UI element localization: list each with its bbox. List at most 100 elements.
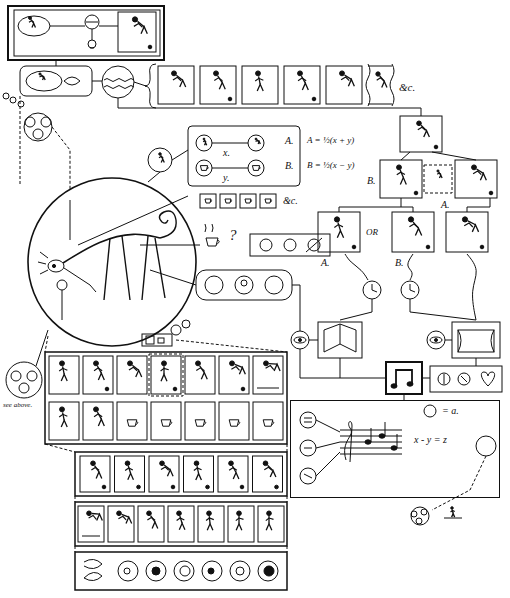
break-line (390, 64, 394, 106)
cup-symbol (161, 420, 171, 426)
picture-frame (253, 456, 283, 492)
figure-arms (266, 366, 274, 370)
figure-head (29, 17, 32, 20)
figure-head (87, 511, 92, 516)
circle-symbol (3, 93, 9, 99)
figure-legs (239, 367, 245, 374)
picture-frame (242, 66, 278, 104)
annotation-label: B = ½(x − y) (306, 160, 355, 170)
picture-frame (198, 506, 224, 542)
figure-arms (214, 78, 222, 81)
ball-dot (171, 485, 175, 489)
figure-arms (59, 368, 67, 371)
picture-frame (168, 506, 194, 542)
cup-handle (136, 421, 138, 424)
circle-symbol (208, 568, 214, 574)
figure-head (39, 73, 41, 75)
clock-face (363, 281, 381, 299)
figure-head (376, 72, 380, 76)
wire-line (461, 376, 467, 382)
figure-head (125, 461, 130, 466)
figure-legs (161, 374, 167, 381)
figure-legs (136, 370, 142, 377)
curtain-symbol (458, 330, 494, 352)
circle-symbol (416, 518, 422, 524)
figure-legs (97, 514, 103, 520)
circle-symbol (180, 566, 190, 576)
wire-line (134, 82, 146, 86)
figure-arms (409, 224, 418, 227)
figure-legs (472, 225, 478, 232)
ground-line (82, 536, 100, 537)
picture-frame (200, 66, 236, 104)
circle-symbol (235, 276, 253, 294)
circle-symbol (124, 568, 130, 574)
figure-legs (152, 522, 158, 528)
figure-head (255, 138, 257, 140)
figure-legs (452, 514, 455, 518)
figure-head (437, 170, 439, 172)
wire-line (385, 422, 386, 436)
annotation-label: &c. (398, 81, 416, 93)
outer-box (8, 6, 164, 60)
circle-symbol (41, 117, 51, 127)
figure-arms (451, 511, 455, 512)
cup-symbol (265, 199, 271, 203)
picture-frame (253, 402, 283, 440)
figure-arms (29, 21, 34, 23)
figure-body (63, 366, 65, 374)
circle-symbol (148, 148, 172, 172)
figure-arms (177, 518, 185, 521)
annotation-label: B. (366, 175, 377, 186)
wire-line (401, 207, 413, 212)
eye-circle (291, 331, 309, 349)
staff-line (340, 454, 402, 455)
dashed-box (424, 165, 452, 193)
picture-frame (184, 456, 214, 492)
cup-symbol (245, 199, 251, 203)
figure-legs (302, 83, 308, 90)
figure-legs (126, 517, 132, 523)
figure-legs (167, 470, 173, 476)
label-holder: B. (394, 258, 405, 268)
circle-symbol (265, 276, 283, 294)
figure-head (334, 217, 339, 222)
ball-dot (434, 145, 438, 149)
ball-dot (173, 387, 177, 391)
picture-frame (115, 456, 145, 492)
note-head (407, 382, 413, 386)
wavy-line (467, 254, 476, 320)
figure-legs (337, 231, 343, 238)
figure-head (462, 217, 467, 222)
wire-line (397, 434, 398, 448)
figure-head (117, 511, 122, 516)
figure-body (209, 516, 211, 524)
cup-symbol (127, 420, 137, 426)
figure-legs (96, 472, 102, 478)
figure-arms (397, 172, 405, 175)
eye-pupil (299, 339, 302, 342)
sea-circle (102, 66, 134, 98)
cup-symbol (205, 199, 211, 203)
note-head (365, 440, 371, 444)
figure-body (63, 412, 65, 420)
circle-symbol (196, 135, 212, 151)
annotation-label: A. (440, 199, 451, 210)
thought-cloud (411, 507, 429, 525)
head-oval (18, 16, 50, 36)
picture-frame (253, 356, 283, 394)
wire-line (292, 285, 300, 331)
figure-arms (473, 171, 481, 175)
figure-head (267, 511, 272, 516)
figure-arms (89, 515, 97, 519)
wire-line (86, 22, 98, 23)
figure-arms (59, 414, 67, 417)
heart-symbol (481, 372, 494, 386)
panel-box: = a.x - y = z (290, 400, 500, 498)
picture-frame (185, 356, 215, 394)
figure-arms (129, 367, 137, 370)
ball-dot (480, 245, 484, 249)
annotation-label: OR (365, 227, 379, 237)
figure-body (92, 513, 100, 515)
figure-legs (141, 27, 147, 34)
